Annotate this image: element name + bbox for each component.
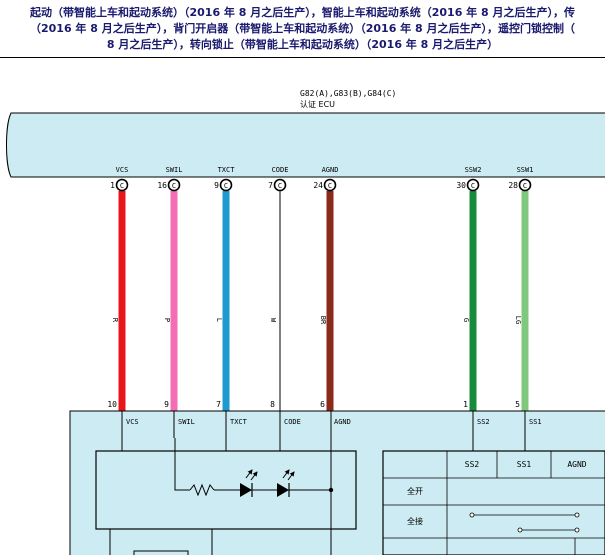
connector-letter-code: C bbox=[278, 182, 282, 190]
wire-color-code-ssw1: LG bbox=[514, 316, 522, 324]
connector-pin-code bbox=[273, 178, 287, 192]
header-line-3: 8 月之后生产），转向锁止（带智能上车和起动系统）（2016 年 8 月之后生产… bbox=[106, 38, 499, 51]
ecu-name-label: 认证 ECU bbox=[300, 99, 335, 109]
ecu-pin-number-txct: 9 bbox=[214, 181, 219, 190]
connector-letter-txct: C bbox=[224, 182, 228, 190]
ecu-pin-number-agnd: 24 bbox=[313, 181, 323, 190]
component-pin-number-vcs: 10 bbox=[107, 400, 117, 409]
ecu-pin-number-ssw1: 28 bbox=[508, 181, 518, 190]
switch-table-header-ss2: SS2 bbox=[465, 460, 480, 469]
ecu-box bbox=[6, 112, 605, 178]
wire-color-code-swil: P bbox=[163, 318, 171, 322]
ecu-terminal-label-code: CODE bbox=[272, 166, 289, 174]
component-terminal-label-ssw2: SS2 bbox=[477, 418, 490, 426]
ecu-terminal-label-vcs: VCS bbox=[116, 166, 129, 174]
header-divider bbox=[0, 57, 605, 58]
connector-letter-swil: C bbox=[172, 182, 176, 190]
wire-color-code-txct: L bbox=[215, 318, 223, 322]
component-terminal-label-swil: SWIL bbox=[178, 418, 195, 426]
connector-letter-ssw1: C bbox=[523, 182, 527, 190]
ecu-pin-number-ssw2: 30 bbox=[456, 181, 466, 190]
switch-table-header-ss1: SS1 bbox=[517, 460, 532, 469]
ecu-terminal-label-agnd: AGND bbox=[322, 166, 339, 174]
connector-letter-vcs: C bbox=[120, 182, 124, 190]
component-pin-number-txct: 7 bbox=[216, 400, 221, 409]
connector-pin-txct bbox=[219, 178, 233, 192]
ecu-connectors-label: G82(A),G83(B),G84(C) bbox=[300, 89, 396, 98]
wire-color-code-code: W bbox=[269, 318, 277, 323]
switch-table-header-agnd: AGND bbox=[567, 460, 586, 469]
component-pin-number-code: 8 bbox=[270, 400, 275, 409]
swil-internal-path bbox=[174, 438, 190, 491]
ecu-pin-number-code: 7 bbox=[268, 181, 273, 190]
component-terminal-label-agnd: AGND bbox=[334, 418, 351, 426]
ecu-box-cutout bbox=[0, 113, 11, 177]
wire-group: VCSC1R10SWILC16P9TXCTC9L7CODEC7W8AGNDC24… bbox=[107, 166, 533, 411]
component-terminal-label-ssw1: SS1 bbox=[529, 418, 542, 426]
component-terminal-label-vcs: VCS bbox=[126, 418, 139, 426]
connector-pin-ssw2 bbox=[466, 178, 480, 192]
switch-table-row-full-connect: 全接 bbox=[407, 516, 423, 526]
connector-letter-agnd: C bbox=[328, 182, 332, 190]
ecu-terminal-label-ssw2: SSW2 bbox=[465, 166, 482, 174]
ecu-terminal-label-ssw1: SSW1 bbox=[517, 166, 534, 174]
lower-partial-box bbox=[133, 550, 189, 555]
component-terminal-label-txct: TXCT bbox=[230, 418, 248, 426]
switch-table: SS2 SS1 AGND 全开 全接 bbox=[382, 450, 605, 555]
connector-pin-vcs bbox=[115, 178, 129, 192]
connector-pin-agnd bbox=[323, 178, 337, 192]
resistor-icon bbox=[189, 483, 215, 497]
connector-letter-ssw2: C bbox=[471, 182, 475, 190]
connector-pin-ssw1 bbox=[518, 178, 532, 192]
header-line-1: 起动（带智能上车和起动系统）（2016 年 8 月之后生产），智能上车和起动系统… bbox=[29, 6, 575, 19]
lower-terminal-group: VCS SWIL TXCT CODE AGND SS2 SS1 bbox=[121, 411, 542, 451]
component-pin-number-swil: 9 bbox=[164, 400, 169, 409]
connector-pin-swil bbox=[167, 178, 181, 192]
component-pin-number-ssw1: 5 bbox=[515, 400, 520, 409]
wire-color-code-agnd: BR bbox=[319, 316, 327, 325]
switch-connection-ss1-agnd bbox=[517, 527, 580, 533]
component-terminal-label-code: CODE bbox=[284, 418, 301, 426]
component-pin-number-ssw2: 1 bbox=[463, 400, 468, 409]
switch-table-row-full-open: 全开 bbox=[407, 486, 423, 496]
ecu-pin-number-swil: 16 bbox=[157, 181, 167, 190]
header-line-2: （2016 年 8 月之后生产），背门开启器（带智能上车和起动系统）（2016 … bbox=[29, 22, 575, 35]
ecu-terminal-label-swil: SWIL bbox=[166, 166, 183, 174]
switch-connection-ss2-agnd bbox=[469, 512, 580, 518]
page-header: 起动（带智能上车和起动系统）（2016 年 8 月之后生产），智能上车和起动系统… bbox=[0, 0, 605, 52]
ecu-terminal-label-txct: TXCT bbox=[218, 166, 236, 174]
wire-color-code-ssw2: G bbox=[462, 318, 470, 322]
wire-color-code-vcs: R bbox=[111, 318, 119, 323]
component-pin-number-agnd: 6 bbox=[320, 400, 325, 409]
ecu-pin-number-vcs: 1 bbox=[110, 181, 115, 190]
